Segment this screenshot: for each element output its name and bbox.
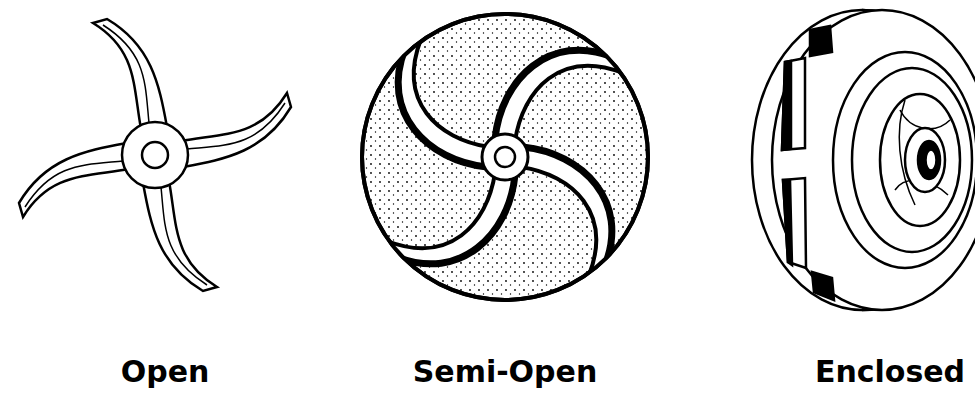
- impeller-type-label: Enclosed: [815, 355, 965, 388]
- impeller-type-label: Semi-Open: [413, 355, 598, 388]
- open-impeller: [19, 19, 291, 291]
- semi-open-impeller: [362, 14, 648, 300]
- enclosed-impeller: [752, 10, 975, 310]
- impeller-type-label: Open: [121, 355, 210, 388]
